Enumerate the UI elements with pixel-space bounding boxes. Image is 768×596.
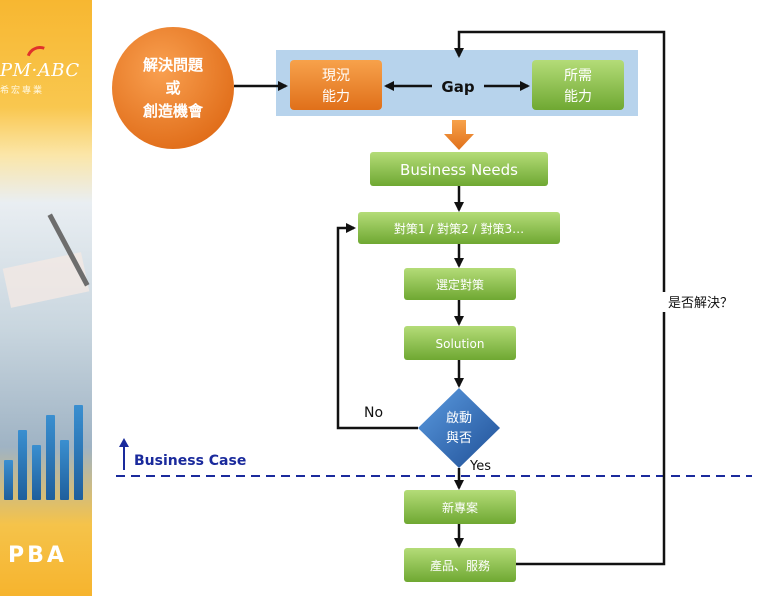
solution-box [404, 326, 516, 360]
start-node-line1: 解決問題 [143, 56, 204, 74]
decision-line2: 與否 [446, 431, 472, 446]
strategies-label: 對策1 / 對策2 / 對策3… [394, 222, 524, 236]
start-circle [112, 27, 234, 149]
current-state-box [290, 60, 382, 110]
gap-label: Gap [441, 78, 474, 96]
decision-line1: 啟動 [446, 411, 472, 426]
business-case-arrowhead-icon [119, 438, 129, 447]
down-arrow-icon [444, 120, 474, 150]
product-service-label: 產品、服務 [430, 558, 490, 573]
logo-subtitle: 希宏專業 [0, 86, 45, 96]
select-strategy-label: 選定對策 [436, 277, 484, 292]
current-state-line1: 現況 [322, 68, 350, 84]
required-state-line1: 所需 [564, 68, 592, 84]
resolved-question-label: 是否解決？ [668, 296, 733, 311]
business-case-label: Business Case [134, 453, 246, 469]
select-strategy-box [404, 268, 516, 300]
current-state-line2: 能力 [322, 89, 350, 105]
new-project-label: 新專案 [442, 500, 478, 515]
solution-label: Solution [436, 337, 485, 351]
arrow-no-loop [336, 223, 418, 430]
question-backdrop [660, 292, 750, 312]
footer-brand: PBA [8, 543, 67, 568]
business-needs-label: Business Needs [400, 161, 518, 179]
no-label: No [364, 405, 383, 421]
yes-label: Yes [469, 459, 491, 474]
required-state-box [532, 60, 624, 110]
arrow-feedback-loop [454, 30, 666, 566]
strategies-box [358, 212, 560, 244]
product-service-box [404, 548, 516, 582]
business-needs-box [370, 152, 548, 186]
left-decorative-sidebar: PM·ABC 希宏專業 PBA [0, 0, 92, 596]
logo: PM·ABC 希宏專業 [0, 60, 92, 96]
logo-text: PM·ABC [0, 60, 80, 81]
new-project-box [404, 490, 516, 524]
start-node-line2: 或 [165, 79, 180, 97]
start-node-line3: 創造機會 [142, 102, 204, 120]
required-state-line2: 能力 [564, 89, 592, 105]
decision-diamond [418, 388, 500, 468]
bar-graphic [0, 380, 92, 500]
